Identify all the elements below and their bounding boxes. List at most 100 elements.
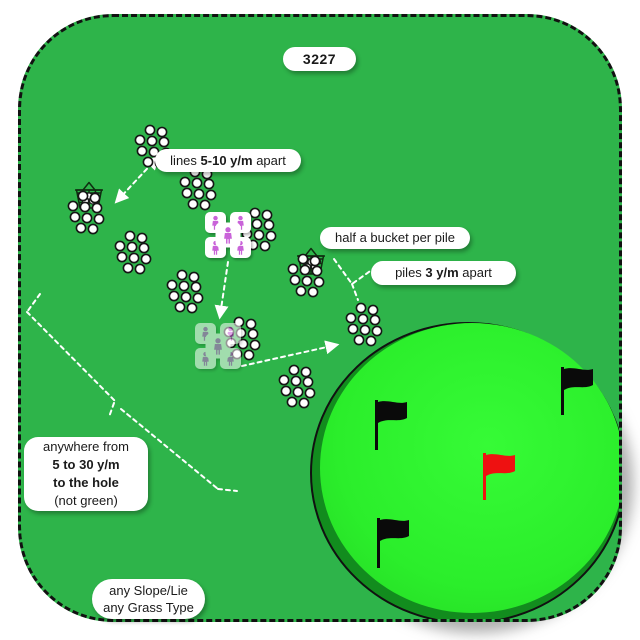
label-conditions: any Slope/Lie any Grass Type [92,579,205,619]
label-line-bold: 5 to 30 y/m [52,457,120,472]
golf-ball [292,386,304,398]
ball-pile-cluster-low-center [278,364,316,409]
golf-ball [87,223,99,235]
golf-ball [126,241,138,253]
golf-ball [134,134,146,146]
guide-path [26,293,41,313]
golf-ball [180,291,192,303]
golf-ball [237,338,249,350]
golf-ball [243,349,255,361]
label-lines-apart: lines 5-10 y/m apart [155,149,301,172]
golf-ball [114,240,126,252]
dashed-arrow [214,261,229,320]
golf-ball [205,189,217,201]
golf-ball [187,198,199,210]
ball-pile-cluster-center [166,269,204,314]
golf-ball [313,276,325,288]
diagram-canvas [26,124,619,619]
golf-ball [309,255,321,267]
golf-ball [188,271,200,283]
golf-ball [144,124,156,136]
ball-pile-cluster-left-basket-pile [67,190,105,235]
black-flag-icon [377,518,409,568]
ball-pile-cluster-left-mid [114,230,152,275]
label-text: apart [252,152,286,168]
putting-green [310,322,619,619]
golf-ball [91,202,103,214]
golf-ball [142,156,154,168]
golf-ball [287,263,299,275]
ball-pile-cluster-near-green [345,302,383,347]
label-text: apart [458,265,492,280]
label-text: half a bucket per pile [335,230,455,245]
golf-ball [79,201,91,213]
golf-ball [178,280,190,292]
golf-ball [288,364,300,376]
label-line-bold: to the hole [53,475,119,490]
golf-ball [67,200,79,212]
golf-ball [300,366,312,378]
golf-ball [245,318,257,330]
golf-ball [158,136,170,148]
golf-ball [369,314,381,326]
black-flag-icon [561,367,593,415]
golf-ball [290,375,302,387]
golf-ball [247,328,259,340]
golf-ball [298,397,310,409]
golf-ball [176,269,188,281]
golf-ball [259,240,271,252]
golf-ball [278,374,290,386]
golf-ball [77,190,89,202]
golf-ball [146,135,158,147]
golf-ball [138,242,150,254]
ball-pile-cluster-right-basket-pile [287,253,325,298]
golf-ball [140,253,152,265]
golf-ball [365,335,377,347]
golf-ball [311,265,323,277]
guide-path [217,488,238,492]
golf-ball [128,252,140,264]
golf-ball [367,304,379,316]
golf-ball [249,339,261,351]
golf-ball [301,275,313,287]
guide-path [120,408,219,490]
drill-number: 3227 [302,51,337,67]
golf-ball [353,334,365,346]
label-half-bucket: half a bucket per pile [320,227,470,249]
label-line: anywhere from [43,439,129,454]
label-text: lines [170,152,201,168]
dashed-arrow [241,340,340,367]
golf-ball [295,285,307,297]
golf-ball [289,274,301,286]
golf-ball [359,324,371,336]
golf-ball [299,264,311,276]
black-flag-icon [375,400,407,450]
golf-ball [136,145,148,157]
guide-path [26,311,118,404]
label-line: any Slope/Lie [109,583,188,598]
golf-ball [371,325,383,337]
golf-ball [192,292,204,304]
golf-ball [307,286,319,298]
golf-ball [89,192,101,204]
golf-ball [286,396,298,408]
golf-ball [297,253,309,265]
golf-ball [265,230,277,242]
drill-number-badge: 3227 [283,47,356,71]
golf-ball [345,312,357,324]
guide-path [351,283,359,301]
golf-ball [261,209,273,221]
golf-ball [186,302,198,314]
label-line: (not green) [54,493,118,508]
label-text: piles [395,265,426,280]
golf-ball [116,251,128,263]
golf-ball [193,188,205,200]
label-text-bold: 3 y/m [425,265,459,280]
golf-ball [251,218,263,230]
golf-ball [124,230,136,242]
golf-ball [347,323,359,335]
golf-ball [156,126,168,138]
golf-ball [93,213,105,225]
guide-path [108,402,115,418]
golf-ball [174,301,186,313]
